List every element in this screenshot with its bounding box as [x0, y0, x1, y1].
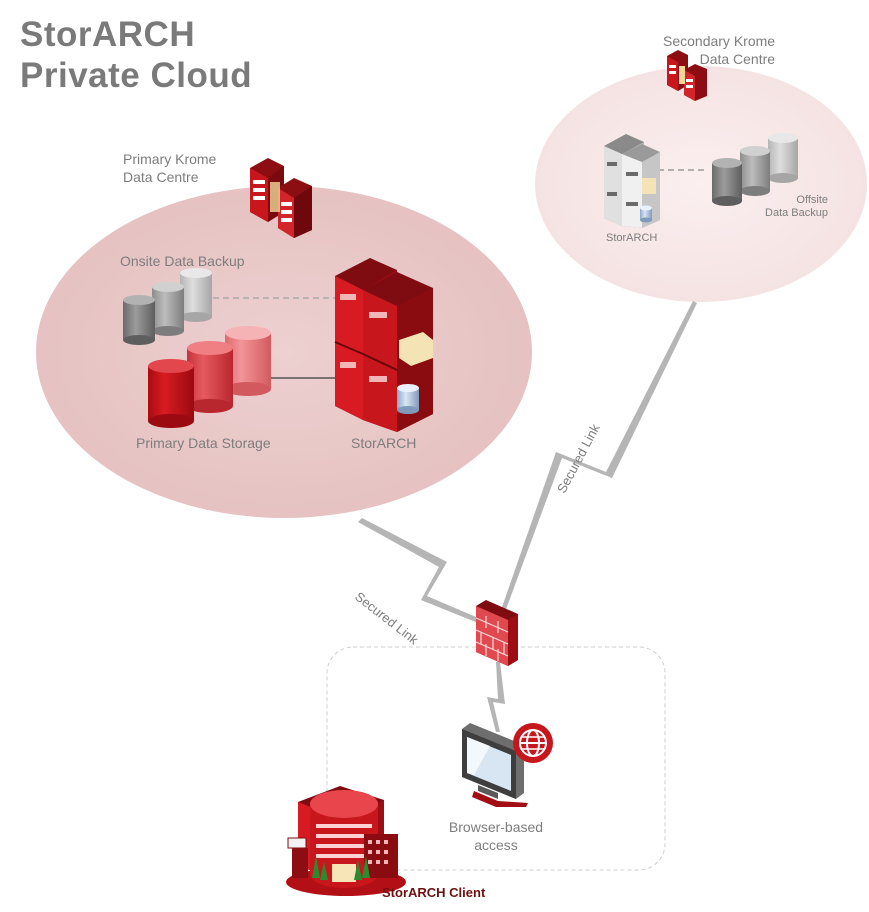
offsite-backup-label-line1: Offsite: [796, 194, 828, 206]
secondary-dc-label-line1: Secondary Krome: [663, 33, 776, 49]
diagram-title-line2: Private Cloud: [20, 56, 253, 95]
monitor-icon: [462, 723, 528, 807]
primary-data-centre-icon: [250, 158, 312, 238]
secondary-data-centre-icon: [667, 50, 707, 101]
offsite-backup-label: Offsite Data Backup: [756, 194, 828, 220]
secondary-data-centre-zone: [535, 66, 867, 302]
primary-storage-cylinders: [148, 326, 271, 428]
secured-link-secondary-bolt: [501, 301, 697, 612]
primary-storage-label: Primary Data Storage: [136, 435, 271, 451]
storarch-client-label: StorARCH Client: [382, 885, 486, 900]
primary-storarch-server: [334, 258, 433, 432]
diagram-title: StorARCH Private Cloud: [20, 14, 252, 96]
client-link-bolt: [487, 662, 505, 732]
offsite-backup-cylinders: [712, 133, 798, 206]
browser-access-line2: access: [474, 837, 518, 853]
secondary-storarch-server: [604, 134, 660, 228]
diagram-title-line1: StorARCH: [20, 15, 196, 54]
client-building-icon: [286, 786, 406, 896]
primary-dc-label-line1: Primary Krome: [123, 151, 217, 167]
primary-dc-label-line2: Data Centre: [123, 169, 199, 185]
primary-dc-label: Primary Krome Data Centre: [123, 150, 216, 186]
primary-storarch-label: StorARCH: [351, 435, 417, 451]
primary-data-centre-zone: [36, 186, 532, 518]
offsite-backup-label-line2: Data Backup: [765, 207, 828, 219]
browser-access-label: Browser-based access: [444, 818, 548, 854]
secondary-dc-label: Secondary Krome Data Centre: [663, 32, 775, 68]
onsite-backup-label: Onsite Data Backup: [120, 253, 245, 269]
secondary-storarch-label: StorARCH: [606, 232, 658, 244]
globe-icon: [513, 723, 553, 763]
secured-link-primary-bolt: [358, 518, 490, 627]
browser-access-line1: Browser-based: [448, 819, 544, 835]
onsite-backup-cylinders: [123, 268, 212, 345]
firewall-icon: [475, 600, 518, 666]
secondary-dc-label-line2: Data Centre: [699, 51, 776, 67]
